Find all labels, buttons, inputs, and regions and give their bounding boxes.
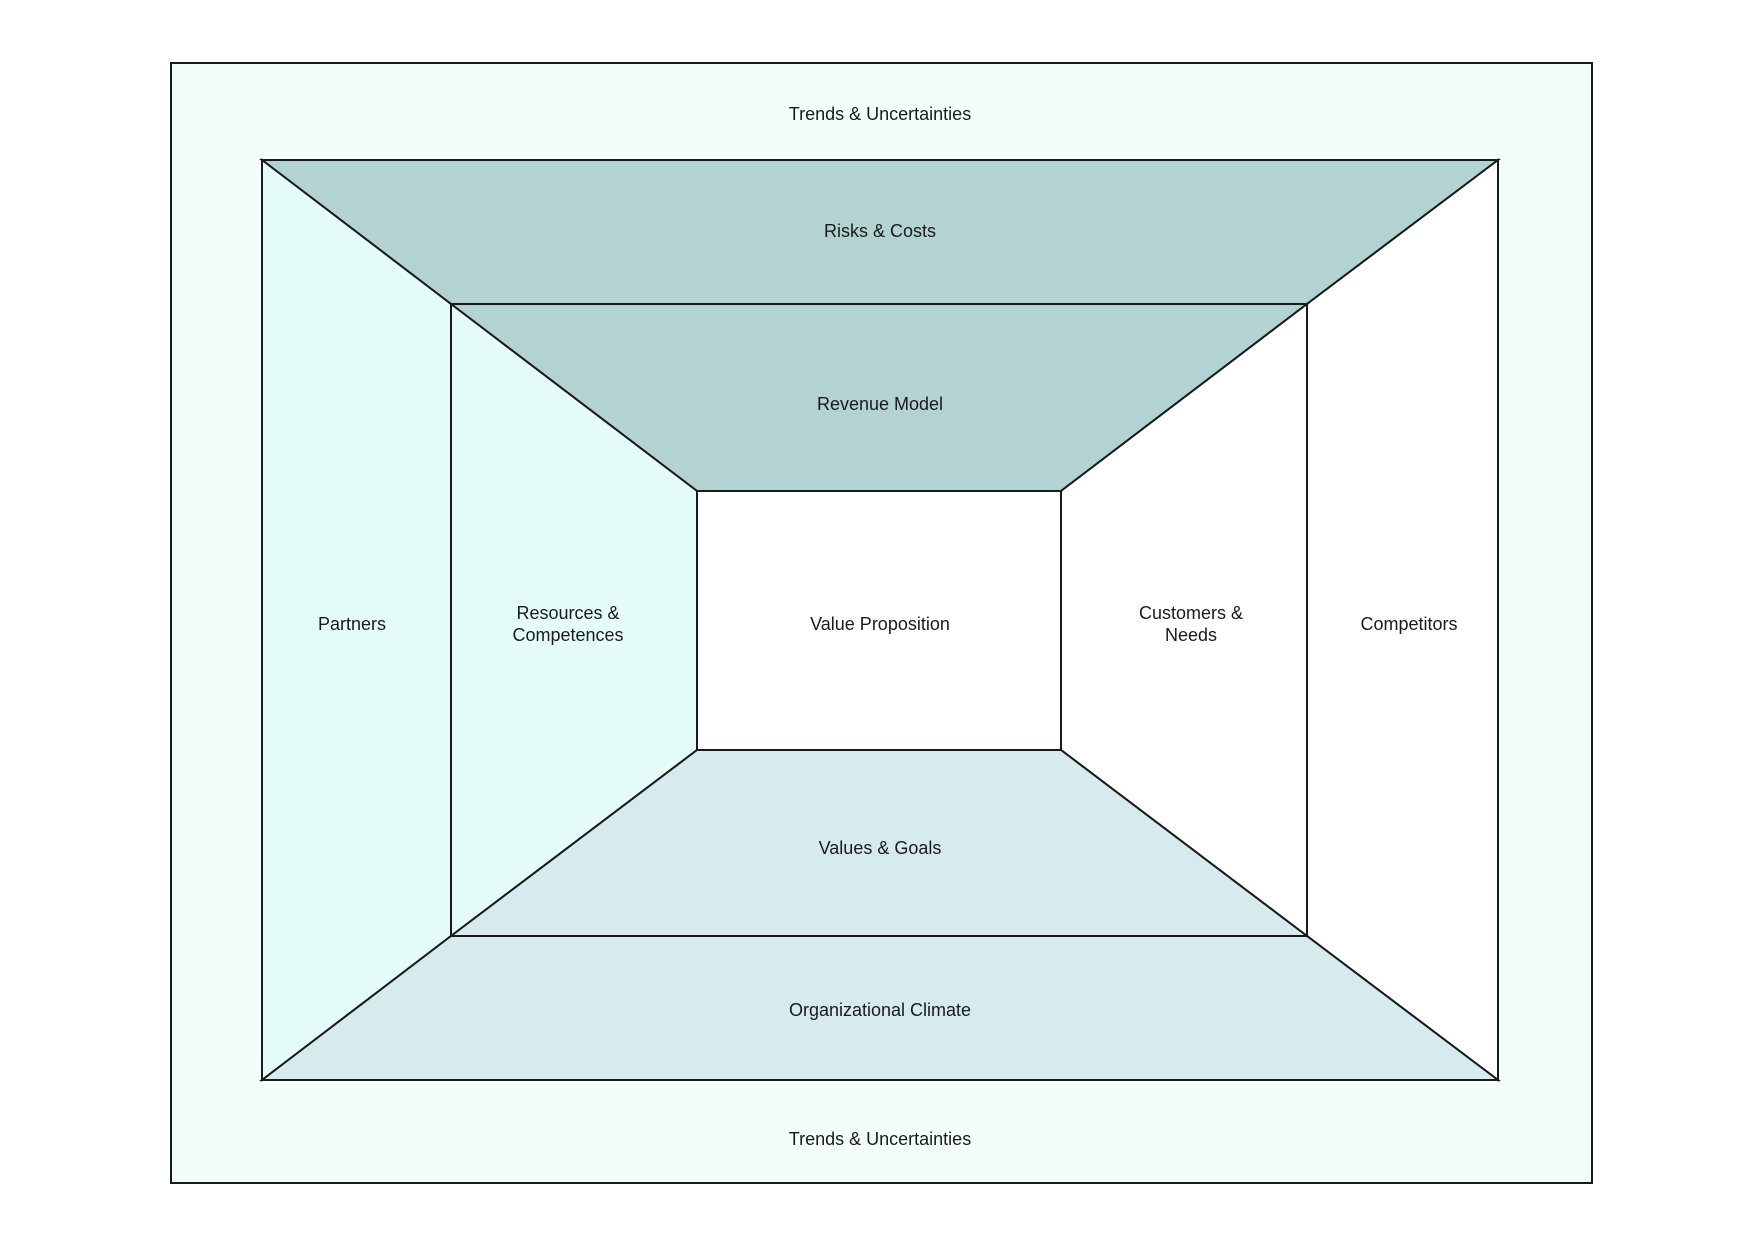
trends-bottom-label: Trends & Uncertainties (789, 1129, 971, 1149)
customers-label-line1: Customers & (1139, 603, 1243, 623)
partners-label: Partners (318, 614, 386, 634)
competitors-label: Competitors (1360, 614, 1457, 634)
risks-costs-label: Risks & Costs (824, 221, 936, 241)
revenue-model-label: Revenue Model (817, 394, 943, 414)
values-goals-label: Values & Goals (819, 838, 942, 858)
customers-label-line2: Needs (1165, 625, 1217, 645)
organizational-climate-label: Organizational Climate (789, 1000, 971, 1020)
resources-label-line2: Competences (512, 625, 623, 645)
trends-top-label: Trends & Uncertainties (789, 104, 971, 124)
value-proposition-label: Value Proposition (810, 614, 950, 634)
value-proposition-region (696, 490, 1062, 751)
resources-label-line1: Resources & (516, 603, 619, 623)
